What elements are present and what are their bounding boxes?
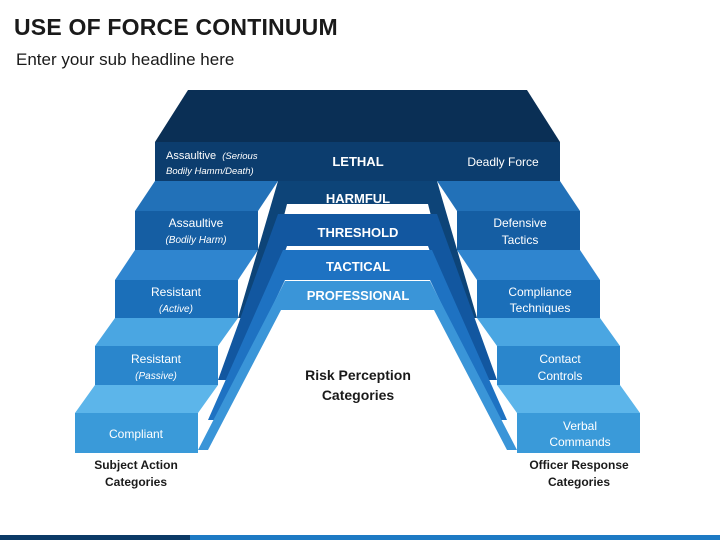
- bottom-bar-dark: [0, 535, 190, 540]
- officer-response-compliance: Compliance: [508, 285, 572, 299]
- page-title: USE OF FORCE CONTINUUM: [14, 14, 338, 40]
- level-lethal: LETHAL: [332, 154, 383, 169]
- subject-action-resistant-active: Resistant: [151, 285, 202, 299]
- center-label-line-1: Risk Perception: [305, 367, 411, 383]
- level-harmful: HARMFUL: [326, 191, 390, 206]
- subject-action-compliant: Compliant: [109, 427, 164, 441]
- bottom-accent-bar: [0, 535, 720, 540]
- top-left-main: Assaultive: [166, 150, 216, 162]
- officer-response-controls: Controls: [538, 369, 583, 383]
- top-left-italic-1: (Serious: [222, 151, 258, 162]
- step-2: [135, 181, 580, 250]
- bottom-bar-light: [190, 535, 720, 540]
- center-label-line-2: Categories: [322, 387, 395, 403]
- officer-response-deadly-force: Deadly Force: [467, 155, 539, 169]
- page-subtitle: Enter your sub headline here: [16, 50, 235, 69]
- officer-response-commands: Commands: [549, 435, 610, 449]
- step-3: [115, 250, 600, 318]
- level-professional: PROFESSIONAL: [307, 288, 410, 303]
- left-caption-line-2: Categories: [105, 475, 167, 489]
- left-caption-line-1: Subject Action: [94, 458, 178, 472]
- officer-response-tactics: Tactics: [502, 233, 539, 247]
- subject-action-resistant-passive-note: (Passive): [135, 371, 177, 382]
- right-caption-line-2: Categories: [548, 475, 610, 489]
- step-top: [155, 90, 560, 181]
- subject-action-assaultive: Assaultive: [169, 216, 224, 230]
- officer-response-contact: Contact: [539, 352, 581, 366]
- level-tactical: TACTICAL: [326, 259, 390, 274]
- top-left-italic-2: Bodily Hamm/Death): [166, 166, 254, 177]
- level-threshold: THRESHOLD: [318, 225, 399, 240]
- officer-response-verbal: Verbal: [563, 419, 597, 433]
- officer-response-defensive: Defensive: [493, 216, 547, 230]
- officer-response-techniques: Techniques: [510, 301, 571, 315]
- right-caption-line-1: Officer Response: [529, 458, 629, 472]
- step-5: [75, 385, 640, 453]
- step-4: [95, 318, 620, 385]
- subject-action-resistant-passive: Resistant: [131, 352, 182, 366]
- subject-action-resistant-active-note: (Active): [159, 304, 193, 315]
- subject-action-assaultive-note: (Bodily Harm): [165, 235, 226, 246]
- top-left-label: Assaultive (Serious: [166, 150, 258, 162]
